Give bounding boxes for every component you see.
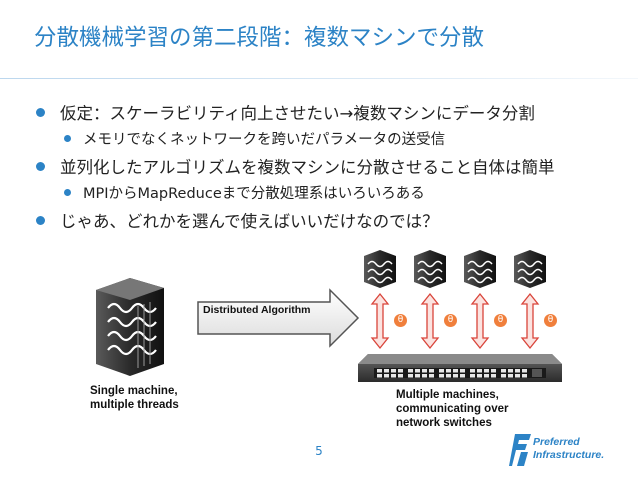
bullet-dot-icon bbox=[36, 162, 45, 171]
arrow-label: Distributed Algorithm bbox=[203, 304, 311, 316]
network-switch-icon bbox=[358, 354, 562, 382]
single-machine-label: Single machine, multiple threads bbox=[90, 384, 179, 412]
bullet-item: じゃあ、どれかを選んで使えばいいだけなのでは？ bbox=[36, 208, 439, 232]
theta-badge-icon: θ bbox=[394, 314, 407, 327]
bullet-dot-icon bbox=[36, 216, 45, 225]
logo-mark-icon bbox=[509, 434, 531, 466]
page-number: 5 bbox=[315, 444, 323, 458]
bullet-text: MPIからMapReduceまで分散処理系はいろいろある bbox=[83, 186, 425, 202]
multi-machine-label-line: communicating over bbox=[396, 403, 509, 415]
sub-bullet-item: メモリでなくネットワークを跨いだパラメータの送受信 bbox=[64, 128, 445, 149]
slide-title: 分散機械学習の第二段階：複数マシンで分散 bbox=[34, 25, 485, 51]
multi-machine-label: Multiple machines, communicating over ne… bbox=[396, 388, 508, 430]
bullet-text: 並列化したアルゴリズムを複数マシンに分散させること自体は簡単 bbox=[60, 158, 555, 177]
logo-text-line: Preferred bbox=[533, 436, 580, 448]
logo-text-line: Infrastructure. bbox=[533, 449, 605, 461]
title-divider bbox=[0, 78, 638, 79]
bullet-text: 仮定：スケーラビリティ向上させたい→複数マシンにデータ分割 bbox=[60, 104, 535, 123]
bullet-dot-icon bbox=[64, 134, 71, 142]
theta-badge-icon: θ bbox=[544, 314, 557, 327]
sub-bullet-item: MPIからMapReduceまで分散処理系はいろいろある bbox=[64, 182, 425, 203]
theta-badge-icon: θ bbox=[444, 314, 457, 327]
distributed-diagram: θ θ θ θ Distributed Algorithm Single mac… bbox=[78, 246, 578, 446]
multi-machine-label-line: network switches bbox=[396, 417, 492, 429]
bullet-text: じゃあ、どれかを選んで使えばいいだけなのでは？ bbox=[60, 212, 439, 231]
server-cluster-icon bbox=[364, 250, 546, 288]
right-arrow-icon bbox=[197, 288, 360, 348]
single-machine-label-line: Single machine, bbox=[90, 385, 178, 397]
multi-machine-label-line: Multiple machines, bbox=[396, 389, 499, 401]
bullet-dot-icon bbox=[64, 188, 71, 196]
company-logo: Preferred Infrastructure. bbox=[509, 432, 629, 468]
bullet-dot-icon bbox=[36, 108, 45, 117]
bullet-item: 仮定：スケーラビリティ向上させたい→複数マシンにデータ分割 bbox=[36, 100, 535, 124]
diagram-graphics bbox=[96, 250, 562, 382]
double-arrow-icon bbox=[370, 292, 540, 350]
theta-badge-icon: θ bbox=[494, 314, 507, 327]
single-machine-label-line: multiple threads bbox=[90, 399, 179, 411]
bullet-item: 並列化したアルゴリズムを複数マシンに分散させること自体は簡単 bbox=[36, 154, 555, 178]
bullet-text: メモリでなくネットワークを跨いだパラメータの送受信 bbox=[83, 132, 446, 148]
server-tower-icon bbox=[96, 278, 164, 376]
